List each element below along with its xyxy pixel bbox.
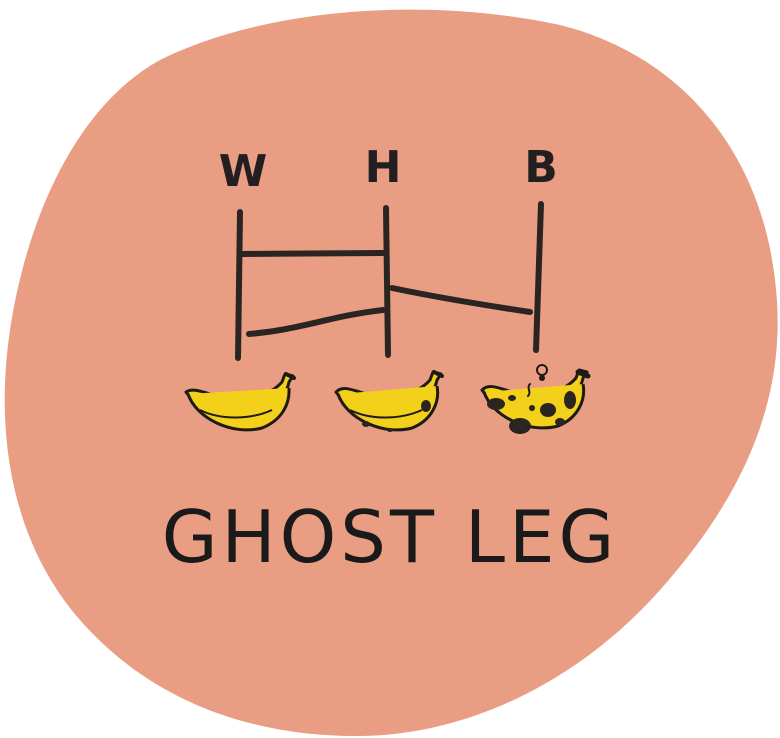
ladder-vertical-3 <box>533 201 544 353</box>
column-label-b: B <box>524 142 558 193</box>
fly-icon <box>527 364 548 397</box>
ladder-vertical-1 <box>235 209 243 361</box>
ladder-rung-diagonal <box>389 285 533 315</box>
slightly-spotted-banana <box>334 370 444 432</box>
ladder-rung-curved <box>246 307 386 337</box>
background-blob <box>4 9 778 737</box>
ladder <box>235 201 544 361</box>
ripe-banana <box>184 372 296 432</box>
column-label-h: H <box>365 142 402 193</box>
ladder-vertical-2 <box>383 205 391 358</box>
ladder-rung-top <box>240 250 387 257</box>
overripe-banana-with-fly <box>480 364 591 434</box>
column-label-w: W <box>219 146 268 197</box>
page-title: GHOST LEG <box>162 495 619 579</box>
